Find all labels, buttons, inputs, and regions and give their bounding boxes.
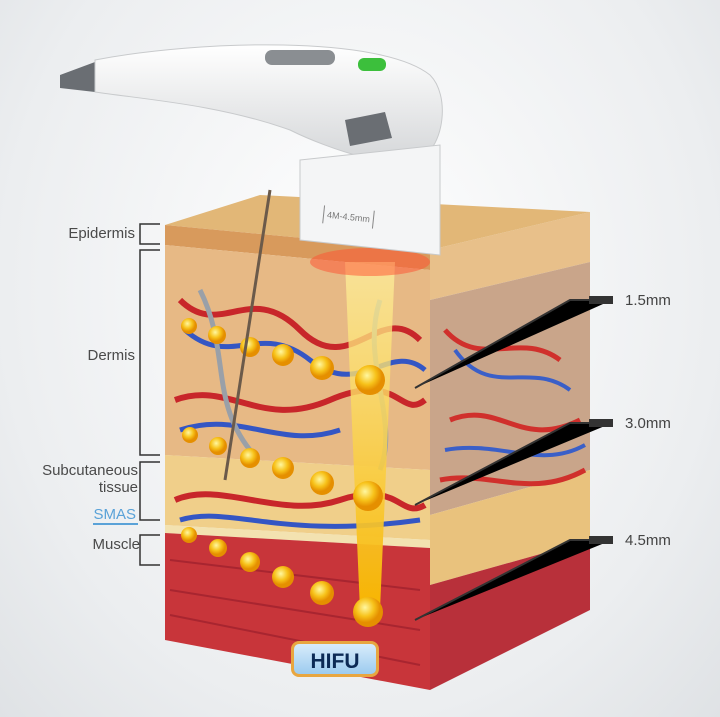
focal-point <box>181 527 197 543</box>
focal-points <box>181 318 385 627</box>
depth-leader-lines <box>414 296 613 621</box>
label-smas: SMAS <box>93 506 138 525</box>
label-dermis: Dermis <box>87 347 136 364</box>
focal-point <box>355 365 385 395</box>
layer-brackets <box>139 223 160 566</box>
focal-point <box>310 356 334 380</box>
focal-point <box>272 344 294 366</box>
depth-label-3-0mm: 3.0mm <box>625 415 671 432</box>
focal-point <box>353 481 383 511</box>
depth-label-4-5mm: 4.5mm <box>625 532 671 549</box>
focal-point <box>240 448 260 468</box>
label-subcutaneous-line2: tissue <box>98 479 138 496</box>
focal-point <box>310 581 334 605</box>
label-muscle: Muscle <box>92 536 140 553</box>
label-subcutaneous-line1: Subcutaneous <box>42 462 138 479</box>
focal-point <box>240 552 260 572</box>
focal-point <box>272 457 294 479</box>
hifu-handpiece <box>60 44 443 481</box>
focal-point <box>240 337 260 357</box>
focal-point <box>208 326 226 344</box>
focal-point <box>272 566 294 588</box>
block-side-face <box>430 212 590 690</box>
hifu-badge: HIFU <box>291 641 379 677</box>
focal-point <box>209 539 227 557</box>
focal-point <box>353 597 383 627</box>
focal-point <box>310 471 334 495</box>
ultrasound-beam <box>345 262 395 610</box>
label-subcutaneous: Subcutaneous tissue <box>20 462 138 496</box>
depth-label-1-5mm: 1.5mm <box>625 292 671 309</box>
focal-point <box>181 318 197 334</box>
focal-point <box>209 437 227 455</box>
power-button <box>358 58 386 71</box>
label-epidermis: Epidermis <box>68 225 135 242</box>
focal-point <box>182 427 198 443</box>
